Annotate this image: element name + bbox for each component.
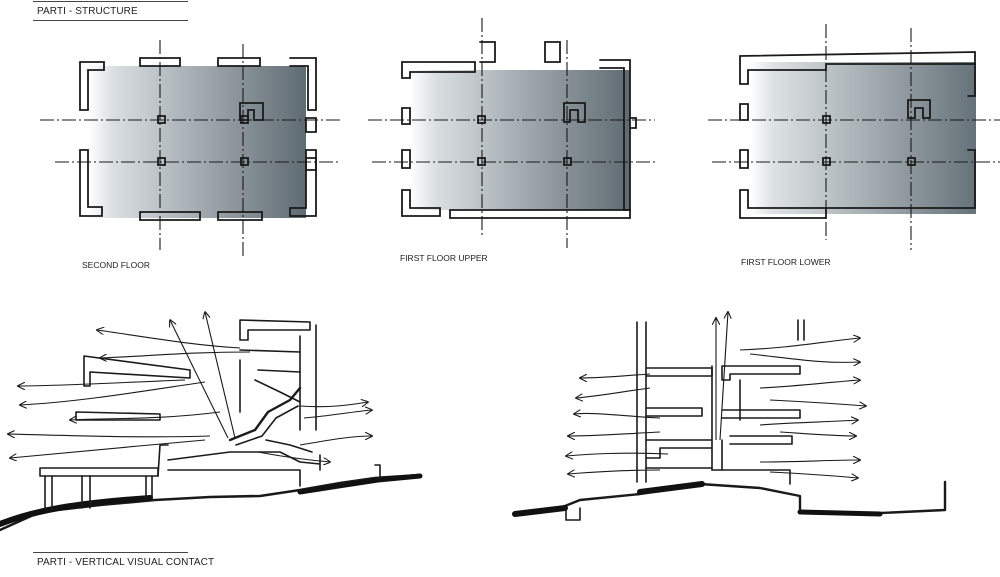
plan-shading xyxy=(410,70,630,210)
section-left-sightlines xyxy=(8,312,372,462)
vertical-contact-heading: PARTI - VERTICAL VISUAL CONTACT xyxy=(37,557,215,568)
structure-heading: PARTI - STRUCTURE xyxy=(37,6,138,17)
top-heading-rule-upper xyxy=(33,1,188,2)
top-heading-rule-lower xyxy=(33,20,188,21)
section-left xyxy=(0,319,423,532)
bottom-heading-rule xyxy=(33,552,188,553)
plan-label-first-floor-lower: FIRST FLOOR LOWER xyxy=(741,257,831,267)
plan-first-floor-upper xyxy=(401,41,637,219)
plan-shading xyxy=(88,66,306,218)
plan-shading xyxy=(750,62,976,214)
plan-label-second-floor: SECOND FLOOR xyxy=(82,260,151,270)
plan-first-floor-lower xyxy=(739,51,976,219)
section-right xyxy=(512,319,947,521)
plan-label-first-floor-upper: FIRST FLOOR UPPER xyxy=(400,253,488,263)
plan-second-floor xyxy=(79,57,317,221)
section-right-sightlines xyxy=(566,312,866,478)
